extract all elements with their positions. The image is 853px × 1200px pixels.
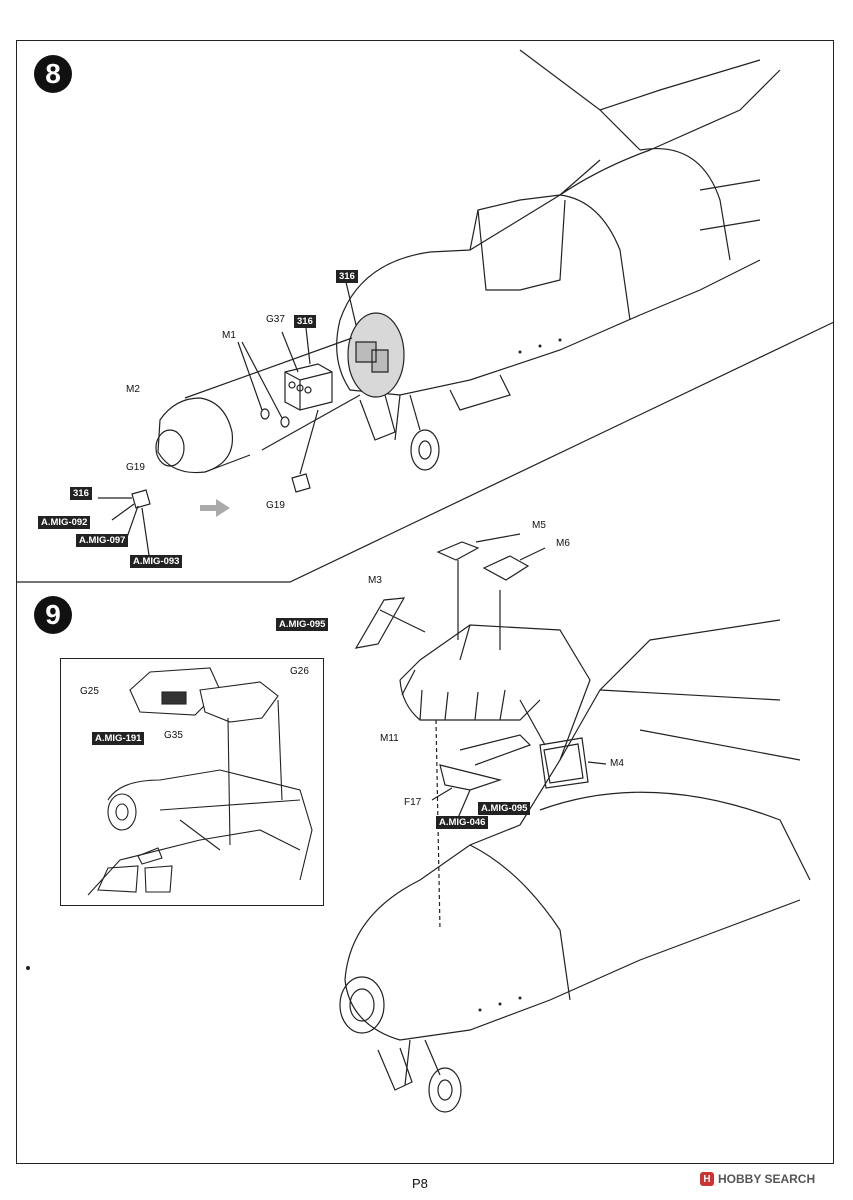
- part-label-g25: G25: [80, 686, 99, 697]
- paint-code-mig046: A.MIG-046: [436, 816, 489, 829]
- paint-code-g19: 316: [70, 487, 92, 500]
- part-label-f17: F17: [404, 797, 422, 808]
- panel-m5: [436, 541, 480, 561]
- part-label-m6: M6: [556, 538, 570, 549]
- part-m1-b: [280, 416, 290, 428]
- part-label-g19-left: G19: [126, 462, 145, 473]
- part-label-g37: G37: [266, 314, 285, 325]
- paint-code-nose: 316: [336, 270, 358, 283]
- paint-code-box: 316: [294, 315, 316, 328]
- instruction-frame: [16, 40, 834, 1164]
- detail-inset: [60, 658, 324, 906]
- step9-fuselage: [339, 560, 811, 1113]
- part-label-m3: M3: [368, 575, 382, 586]
- part-label-m4: M4: [610, 758, 624, 769]
- part-label-g26: G26: [290, 666, 309, 677]
- part-f17: [439, 764, 503, 791]
- paint-code-mig092: A.MIG-092: [38, 516, 91, 529]
- part-label-m1: M1: [222, 330, 236, 341]
- part-label-m2: M2: [126, 384, 140, 395]
- panel-m4: [539, 737, 589, 789]
- nose-cone-m2: [155, 337, 361, 474]
- paint-code-mig093: A.MIG-093: [130, 555, 183, 568]
- step-number-9: 9: [34, 596, 72, 634]
- paint-code-mig097: A.MIG-097: [76, 534, 129, 547]
- flow-arrow-icon: [200, 499, 230, 517]
- paint-code-mig095-left: A.MIG-095: [276, 618, 329, 631]
- panel-m3: [354, 597, 406, 649]
- part-label-g35: G35: [164, 730, 183, 741]
- part-label-g19-right: G19: [266, 500, 285, 511]
- watermark-text: HOBBY SEARCH: [718, 1172, 816, 1186]
- part-label-m5: M5: [532, 520, 546, 531]
- part-label-m11: M11: [380, 733, 399, 744]
- box-g37: [284, 363, 333, 411]
- page-number: P8: [412, 1176, 428, 1191]
- hobby-search-logo-icon: H: [700, 1172, 714, 1186]
- paint-code-mig095-right: A.MIG-095: [478, 802, 531, 815]
- step8-fuselage: [336, 49, 781, 471]
- step-number-8: 8: [34, 55, 72, 93]
- watermark: H HOBBY SEARCH: [700, 1172, 815, 1186]
- panel-m6: [482, 555, 530, 581]
- paint-code-mig191: A.MIG-191: [92, 732, 145, 745]
- part-m1-a: [260, 408, 270, 420]
- step-divider: [17, 321, 835, 583]
